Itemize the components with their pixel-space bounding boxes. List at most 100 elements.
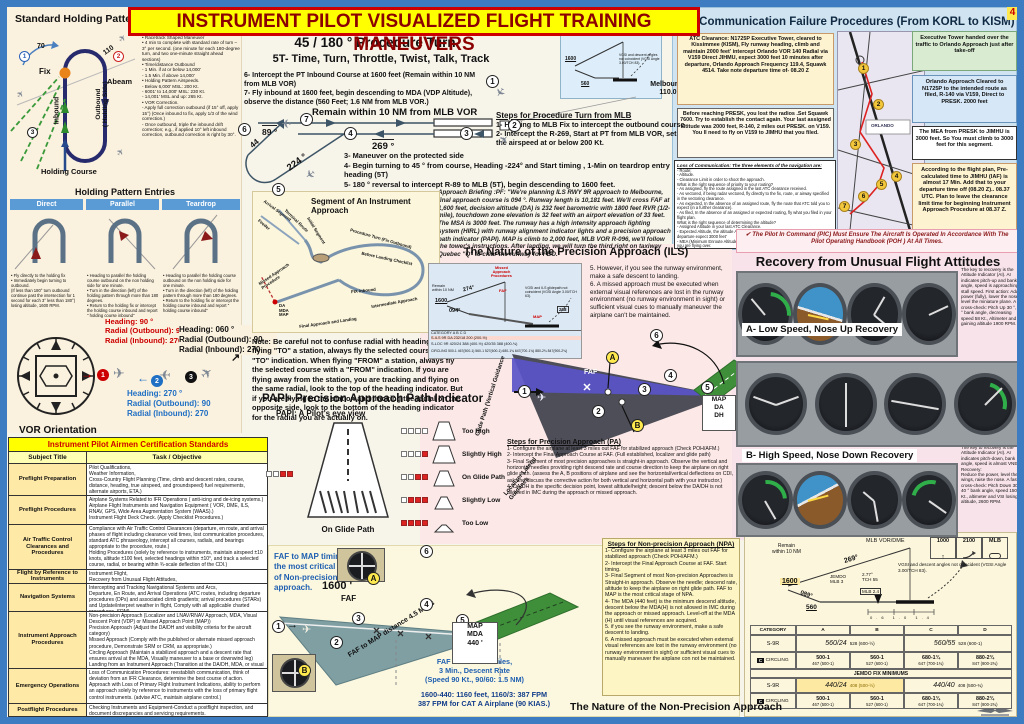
ils-chart-1600: 1600 [435,298,448,304]
ils-chart-sloc-row: S-LOC 9R 420/24 388 (400-½) 420/35 388 (… [431,342,518,346]
ifr-map-marker-6: 6 [858,191,869,202]
minimums-circling-label-2: C CIRCLING [750,693,796,709]
pt-steps-6-7: 6- Intercept the PT Inbound Course at 16… [244,72,476,107]
minimums-value: 560/24 [825,640,847,647]
ifr-cleared-box: Orlando Approach Cleared to N1725P to th… [912,75,1017,123]
pt-marker-1: 1 [486,75,499,88]
ils-marker-5: 5 [701,381,714,394]
minimums-value: 880-2¾ [976,695,994,702]
npa-steps-panel: Steps for Non-precision Approach (NPA) 1… [602,538,740,696]
acs-task: Airplane Systems Related to IFR Operatio… [87,495,267,524]
pic-banner: ✔ The Pilot In Command (PIC) Must Ensure… [736,229,1017,253]
minimums-s9r-label-2: S-9R [750,678,796,693]
papi-left-lights [266,465,294,483]
minimums-s9r-label: S-9R [750,635,796,652]
npa-calc-2: 1600-440: 1160 feet, 1160/3: 387 FPM 387… [417,690,551,709]
npa-title2: The Nature of the Non-Precision Approach [570,701,782,713]
ifr-map-marker-7: 7 [839,201,850,212]
minimums-value: 500-1 [816,695,830,702]
vor-marker-1: 1 [97,369,109,381]
recovery-photo-strip-a [736,271,958,357]
minimums-table: CATEGORY A B C D S-9R 560/24 528 (600-½)… [750,625,1012,709]
pt-notes-3-4-5: 3- Maneuver on the protected side 4- Beg… [344,151,670,189]
npa-faf-label: FAF [341,594,357,603]
vor-marker-3: 3 [185,371,197,383]
pt-remain-label: Remain within 10 NM from MLB VOR [312,107,478,118]
minimums-value-small: 467 (500-1) [812,661,834,666]
acs-task: Intercepting and Tracking Navigational S… [87,583,267,612]
acs-subject: Preflight Preparation [9,464,87,495]
papi-row-label: Too Low [462,519,489,527]
minimums-scale-labels: 0.6 1.0 1.4 [870,615,933,620]
minimums-remain-label: Remain within 10 NM [772,543,801,555]
ils-chart-faf-label: FAF [499,288,507,293]
recovery-photo-strip-mid [736,361,1017,447]
minimums-value-small: 647 (700-1¾) [918,661,944,666]
minimums-value-small: 527 (600-1) [866,701,888,707]
pt-deg89: 89 ° [262,125,278,137]
npa-marker-6: 6 [420,545,433,558]
ils-chart-missed-label: Missed Approach Procedures [491,266,512,279]
attitude-indicator-gauge [792,471,847,529]
pt-subtitle: 5T- Time, Turn, Throttle, Twist, Talk, T… [272,53,490,65]
ils-marker-4: 4 [664,369,677,382]
acs-subject: Postflight Procedures [9,703,87,717]
pt-marker-5: 5 [272,183,285,196]
holding-deg70-label: 70 [37,43,45,50]
minimums-value: 680-1¾ [922,655,940,661]
papi-row-too-high: Too High [401,421,490,441]
ifr-tower-box: Executive Tower handed over the traffic … [912,31,1017,71]
minimums-label: CIRCLING [765,698,789,704]
ifr-mea-box: The MEA from PRESK to JIMHU is 3000 feet… [912,126,1017,160]
vsi-gauge [901,471,958,529]
minimums-mlb24-label: MLB 2.4 [860,588,882,595]
npa-marker-2: 2 [330,636,343,649]
acs-table: Instrument Pilot Airmen Certification St… [8,437,268,717]
npa-faf-altitude: 1600 ' [322,580,353,592]
acs-task: Pilot Qualifications, Weather Informatio… [87,464,267,495]
minimums-jemdo-band: JEMDO FIX MINIMUMS [750,669,1012,678]
ils-marker-3: 3 [638,383,651,396]
segment-panel: Segment of An Instrument Approach Arriva… [252,191,440,333]
ifr-map-marker-2: 2 [873,99,884,110]
pt-title: 45 / 180 ° Procedure Turn [250,35,500,50]
ils-chart-268: 268 [557,306,569,313]
pt-mini-1600: 1600 [565,56,577,62]
minimums-value-small: 528 (600-½) [849,641,875,646]
pt-steps-box: Steps for Procedure Turn from MLB 1- Hom… [496,111,686,147]
rpm-gauge [953,373,1016,435]
ils-chart-vgsi: VGSI and ILS glidepath not coincident (V… [525,286,577,299]
minimums-box-mlb-value: MLB [989,538,1001,544]
papi-caption: On Glide Path [321,525,375,534]
pt-deg269: 269 ° [372,139,395,152]
npa-steps-body: 1- Configure the airplane at least 3 mil… [605,548,737,662]
minimums-circling-label: C CIRCLING [750,652,796,669]
papi-title: PAPI- Precision Approach Path Indicator [262,393,484,405]
arrow-up-icon: ↑ [941,553,945,561]
holding-course-label: Holding Course [41,167,97,176]
acs-subject: Flight by Reference to Instruments [9,569,87,583]
acs-subject: Air Traffic Control Clearances and Proce… [9,524,87,569]
ils-mini-chart-lines [446,281,572,328]
entry-teardrop-text: • Heading to parallel the holding course… [163,273,239,314]
minimums-box-2100-value: 2100 [962,538,976,544]
ifr-title: IFR Communication Failure Procedures (Fr… [677,16,1015,28]
acs-col-task: Task / Objective [87,452,267,463]
ifr-map-marker-5: 5 [876,179,887,190]
entry-header-teardrop: Teardrop [162,199,240,210]
minimums-box-1000-value: 1000 [936,538,950,544]
minimums-value: 560/55 [933,640,956,647]
minimums-vgsi-note: VGSI and descent angles not coincident (… [898,562,1007,573]
minimums-header-d: D [958,625,1012,635]
acs-subject: Emergency Operations [9,669,87,703]
minimums-560-label: 560 [806,604,817,611]
